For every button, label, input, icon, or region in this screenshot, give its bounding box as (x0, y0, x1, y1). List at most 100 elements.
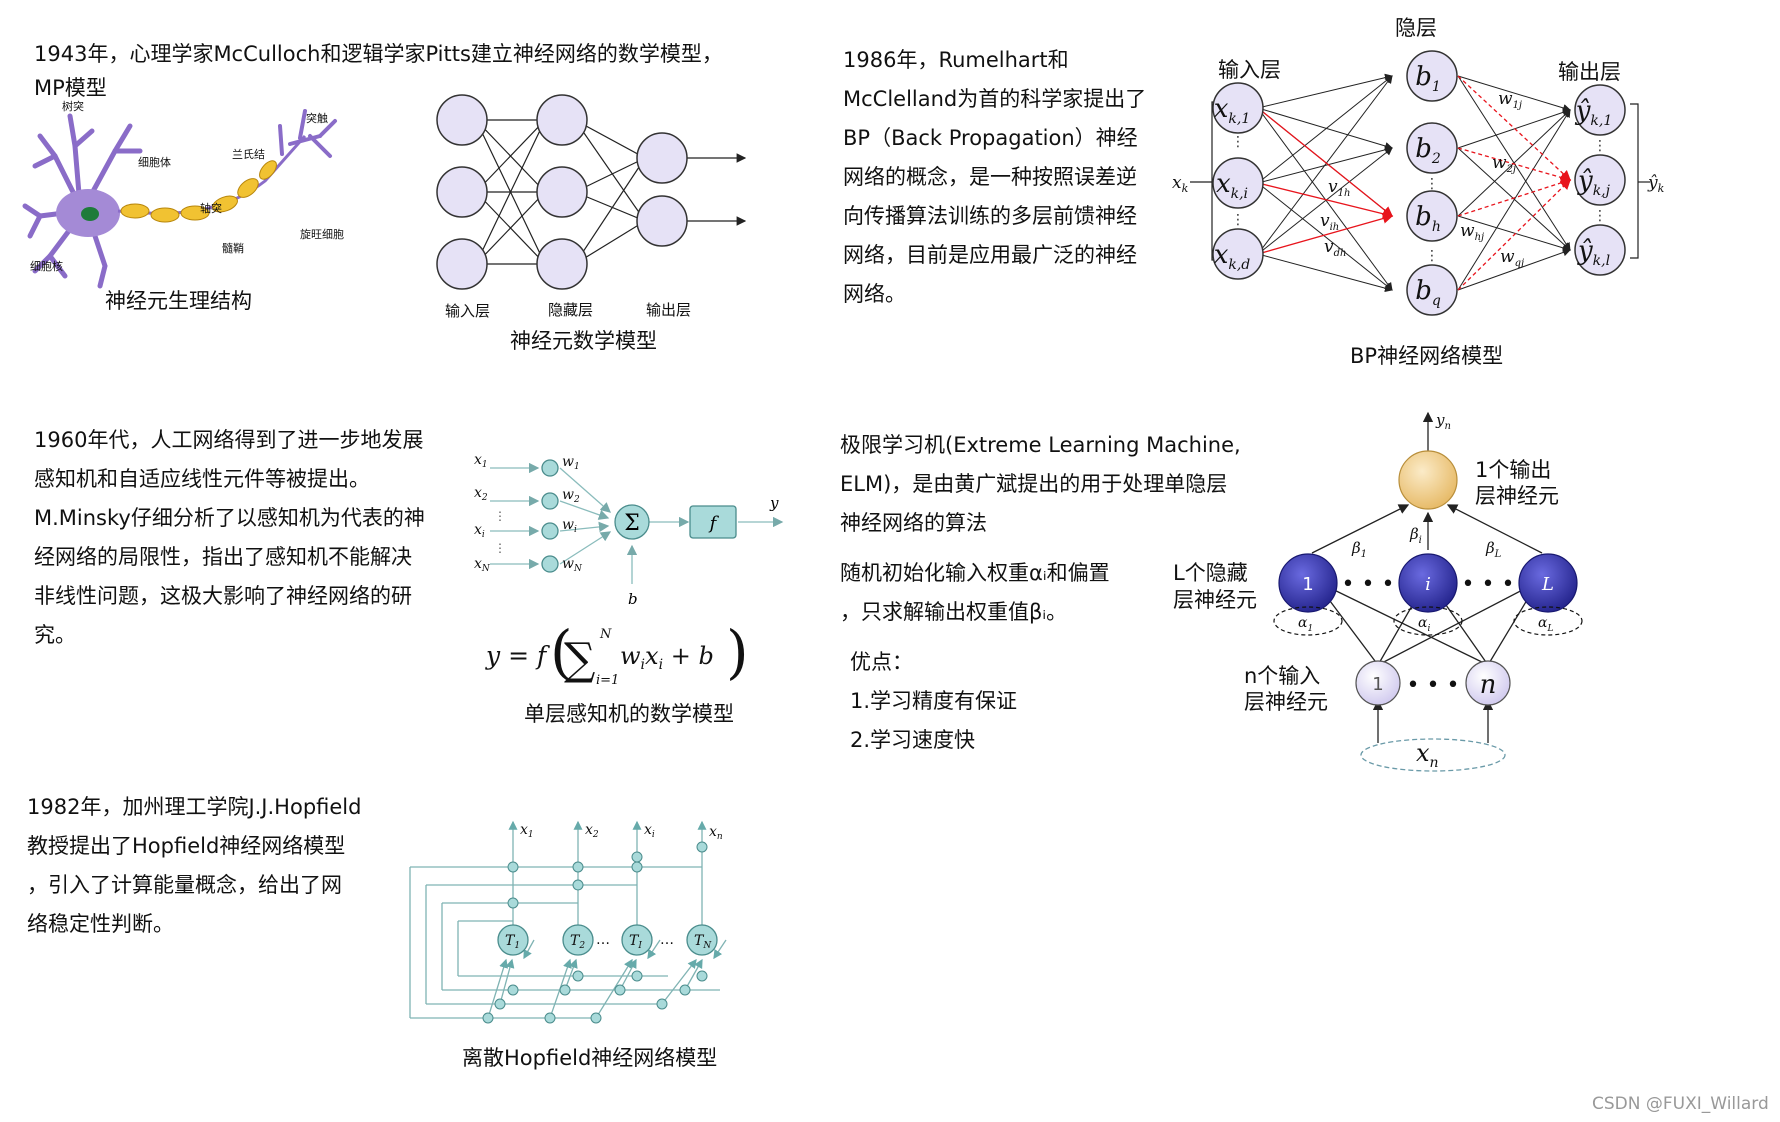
bp-caption: BP神经网络模型 (1350, 344, 1504, 368)
svg-text:vdh: vdh (1324, 237, 1346, 259)
elm-out-label-1: 1个输出 (1475, 458, 1552, 482)
svg-text:x1: x1 (474, 452, 488, 470)
label-schwann: 旋旺细胞 (300, 228, 344, 241)
svg-text:⋮: ⋮ (1231, 134, 1245, 150)
output-label: y (769, 494, 779, 512)
svg-text:x1: x1 (520, 822, 534, 840)
mp-layer-hidden: 隐藏层 (548, 301, 594, 319)
svg-text:bq: bq (1415, 276, 1441, 309)
elm-hidden-label-1: L个隐藏 (1173, 561, 1248, 585)
sum-symbol: Σ (624, 511, 640, 536)
label-dendrite: 树突 (62, 100, 84, 113)
svg-text:wi: wi (562, 517, 577, 535)
mp-text-line1: 1943年，心理学家McCulloch和逻辑学家Pitts建立神经网络的数学模型… (34, 42, 723, 66)
svg-text:wqj: wqj (1500, 247, 1524, 269)
elm-out-label-2: 层神经元 (1475, 484, 1559, 508)
svg-text:• • •: • • • (1462, 572, 1515, 597)
neuron-illustration (22, 109, 337, 289)
elm-line: 神经网络的算法 (840, 511, 987, 535)
perceptron-line: 经网络的局限性，指出了感知机不能解决 (34, 545, 412, 569)
bp-line: BP（Back Propagation）神经 (843, 126, 1138, 150)
nucleus (81, 207, 99, 221)
perceptron-line: 非线性问题，这极大影响了神经网络的研 (34, 584, 412, 608)
svg-text:whj: whj (1460, 221, 1484, 243)
caption-bio: 神经元生理结构 (105, 289, 252, 313)
elm-adv-title: 优点： (850, 650, 913, 674)
elm-line: ELM)，是由黄广斌提出的用于处理单隐层 (840, 472, 1228, 496)
hopfield-line: 教授提出了Hopfield神经网络模型 (27, 834, 346, 858)
mp-text-line2: MP模型 (34, 76, 107, 100)
svg-text:xk,1: xk,1 (1214, 94, 1251, 127)
elm-adv2: 2.学习速度快 (850, 728, 976, 752)
elm-line: 随机初始化输入权重αᵢ和偏置 (840, 561, 1110, 585)
elm-input-node-1: 1 (1372, 674, 1383, 695)
label-node: 兰氏结 (232, 148, 265, 161)
svg-text:⋮: ⋮ (494, 541, 506, 555)
perceptron-line: 究。 (34, 623, 76, 647)
elm-line: 极限学习机(Extreme Learning Machine, (840, 433, 1241, 457)
svg-text:y = f: y = f (485, 641, 550, 670)
mp-network-diagram (436, 94, 747, 290)
svg-text:βL: βL (1485, 539, 1502, 560)
elm-input-node-n: n (1480, 670, 1497, 700)
caption-math: 神经元数学模型 (510, 329, 657, 353)
elm-line: ，只求解输出权重值βᵢ。 (840, 600, 1068, 624)
mp-layer-output: 输出层 (646, 301, 692, 319)
elm-hidden-node-L: L (1541, 574, 1554, 595)
svg-text:⋮: ⋮ (1593, 208, 1607, 224)
elm-input-label-1: n个输入 (1244, 664, 1321, 688)
svg-text:wixi + b: wixi + b (620, 642, 714, 673)
svg-text:⋮: ⋮ (1593, 138, 1607, 154)
svg-text:∑: ∑ (564, 634, 595, 685)
bp-line: 网络。 (843, 282, 906, 306)
elm-output-label: y (1435, 411, 1445, 429)
svg-text:): ) (726, 618, 749, 686)
elm-hidden-node-1: 1 (1302, 574, 1313, 595)
hopfield-line: 络稳定性判断。 (27, 912, 174, 936)
elm-input-x: x (1416, 739, 1430, 767)
bias-label: b (628, 590, 638, 608)
hopfield-line: 1982年，加州理工学院J.J.Hopfield (27, 795, 362, 819)
label-nucleus: 细胞核 (30, 260, 63, 273)
svg-text:xn: xn (1416, 739, 1439, 771)
perceptron-caption: 单层感知机的数学模型 (524, 702, 734, 726)
svg-text:xk: xk (1172, 173, 1189, 195)
svg-text:i=1: i=1 (596, 673, 619, 688)
svg-text:αi: αi (1418, 615, 1430, 634)
svg-text:x2: x2 (585, 822, 599, 840)
bp-line: 向传播算法训练的多层前馈神经 (843, 204, 1137, 228)
elm-hidden-label-2: 层神经元 (1173, 588, 1257, 612)
svg-text:α1: α1 (1298, 615, 1313, 634)
hopfield-line: ，引入了计算能量概念，给出了网 (27, 873, 342, 897)
svg-text:ŷk: ŷk (1647, 173, 1665, 195)
perceptron-line: 1960年代，人工网络得到了进一步地发展 (34, 428, 424, 452)
svg-text:⋮: ⋮ (1425, 248, 1439, 264)
svg-text:x2: x2 (474, 485, 488, 503)
svg-text:xN: xN (474, 556, 491, 574)
svg-text:…: … (660, 932, 674, 948)
svg-text:xn: xn (709, 824, 723, 842)
bp-label-hidden: 隐层 (1395, 16, 1437, 40)
hopfield-caption: 离散Hopfield神经网络模型 (462, 1046, 718, 1070)
svg-text:⋮: ⋮ (1231, 212, 1245, 228)
perceptron-line: 感知机和自适应线性元件等被提出。 (34, 467, 370, 491)
svg-text:yn: yn (1435, 411, 1451, 432)
svg-text:…: … (596, 932, 610, 948)
perceptron-line: M.Minsky仔细分析了以感知机为代表的神 (34, 506, 425, 530)
label-axon: 轴突 (200, 202, 222, 215)
bp-label-output: 输出层 (1558, 60, 1621, 84)
watermark: CSDN @FUXI_Willard (1592, 1094, 1769, 1114)
bp-line: 网络的概念，是一种按照误差逆 (843, 165, 1137, 189)
mp-layer-input: 输入层 (445, 302, 491, 320)
svg-text:N: N (599, 627, 612, 642)
svg-text:w2j: w2j (1492, 153, 1516, 175)
bp-line: 1986年，Rumelhart和 (843, 48, 1069, 72)
svg-text:w1: w1 (562, 454, 580, 472)
svg-text:β1: β1 (1351, 539, 1367, 560)
perceptron-formula: y = f ( ∑ N i=1 wixi + b ) (485, 618, 749, 688)
svg-text:• • •: • • • (1342, 572, 1395, 597)
svg-text:(: ( (550, 618, 573, 686)
bp-line: 网络，目前是应用最广泛的神经 (843, 243, 1137, 267)
label-myelin: 髓鞘 (222, 242, 244, 255)
svg-text:xi: xi (644, 822, 655, 840)
